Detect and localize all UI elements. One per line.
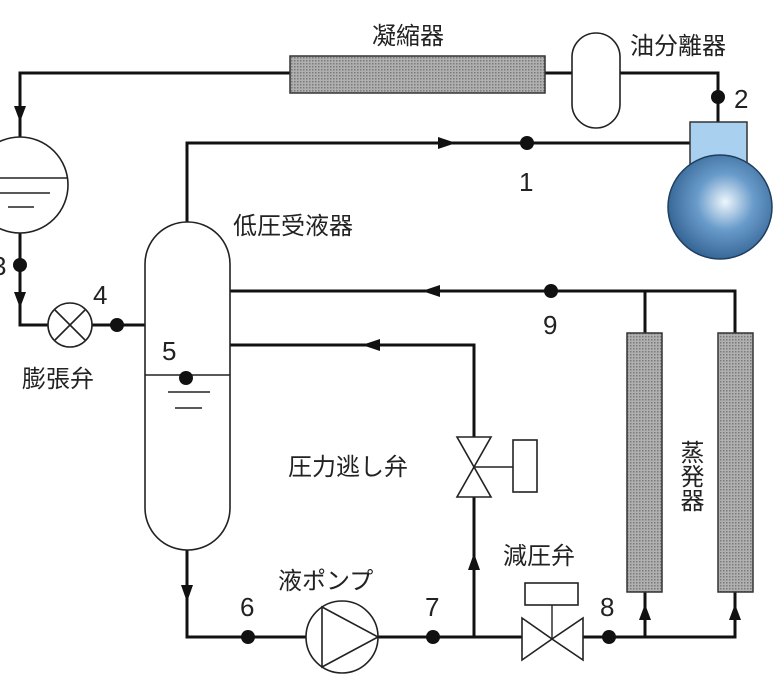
point-9-label: 9 xyxy=(543,310,557,340)
condenser xyxy=(289,55,546,94)
flow-arrows xyxy=(14,106,741,620)
point-1-label: 1 xyxy=(519,167,533,197)
point-9-marker xyxy=(544,284,558,298)
condenser-label: 凝縮器 xyxy=(372,22,444,50)
expansion-valve-label: 膨張弁 xyxy=(22,365,94,393)
state-points xyxy=(13,90,725,644)
point-7-marker xyxy=(426,630,440,644)
expansion-valve xyxy=(47,302,93,348)
low-pressure-receiver-label: 低圧受液器 xyxy=(233,212,353,240)
low-pressure-receiver xyxy=(144,221,231,551)
arrow-right-icon xyxy=(438,137,456,149)
oil-separator-label: 油分離器 xyxy=(630,32,726,60)
point-1-marker xyxy=(520,136,534,150)
evaporator-label: 蒸発器 xyxy=(676,440,704,512)
point-4-label: 4 xyxy=(93,280,107,310)
arrow-up-icon xyxy=(639,604,651,620)
point-5-marker xyxy=(179,371,193,385)
point-8-label: 8 xyxy=(600,592,614,622)
point-3-label: 3 xyxy=(0,251,6,281)
point-3-marker xyxy=(13,258,27,272)
point-4-marker xyxy=(110,318,124,332)
pressure-reducing-valve-label: 減圧弁 xyxy=(503,542,575,570)
arrow-left-icon xyxy=(362,339,380,351)
point-6-label: 6 xyxy=(240,592,254,622)
point-6-marker xyxy=(241,630,255,644)
arrow-down-icon xyxy=(181,585,193,602)
point-7-label: 7 xyxy=(425,592,439,622)
point-labels: 1 2 3 4 5 6 7 8 9 xyxy=(0,84,748,622)
arrow-left-icon xyxy=(422,285,440,297)
arrow-down-icon xyxy=(14,106,26,122)
evaporator-tube xyxy=(717,332,754,593)
oil-separator xyxy=(571,32,621,129)
compressor xyxy=(667,121,773,260)
point-2-marker xyxy=(711,90,725,104)
arrow-up-icon xyxy=(729,604,741,620)
pressure-relief-valve xyxy=(455,436,538,498)
evaporator-tube xyxy=(626,332,663,593)
point-5-label: 5 xyxy=(162,336,176,366)
arrow-down-icon xyxy=(14,292,26,308)
pressure-reducing-valve xyxy=(521,582,584,662)
pressure-relief-valve-label: 圧力逃し弁 xyxy=(288,453,408,481)
liquid-pump xyxy=(305,600,380,674)
point-8-marker xyxy=(602,630,616,644)
high-pressure-receiver xyxy=(0,136,69,234)
point-2-label: 2 xyxy=(734,84,748,114)
liquid-pump-label: 液ポンプ xyxy=(278,567,373,595)
arrow-up-icon xyxy=(468,553,480,570)
